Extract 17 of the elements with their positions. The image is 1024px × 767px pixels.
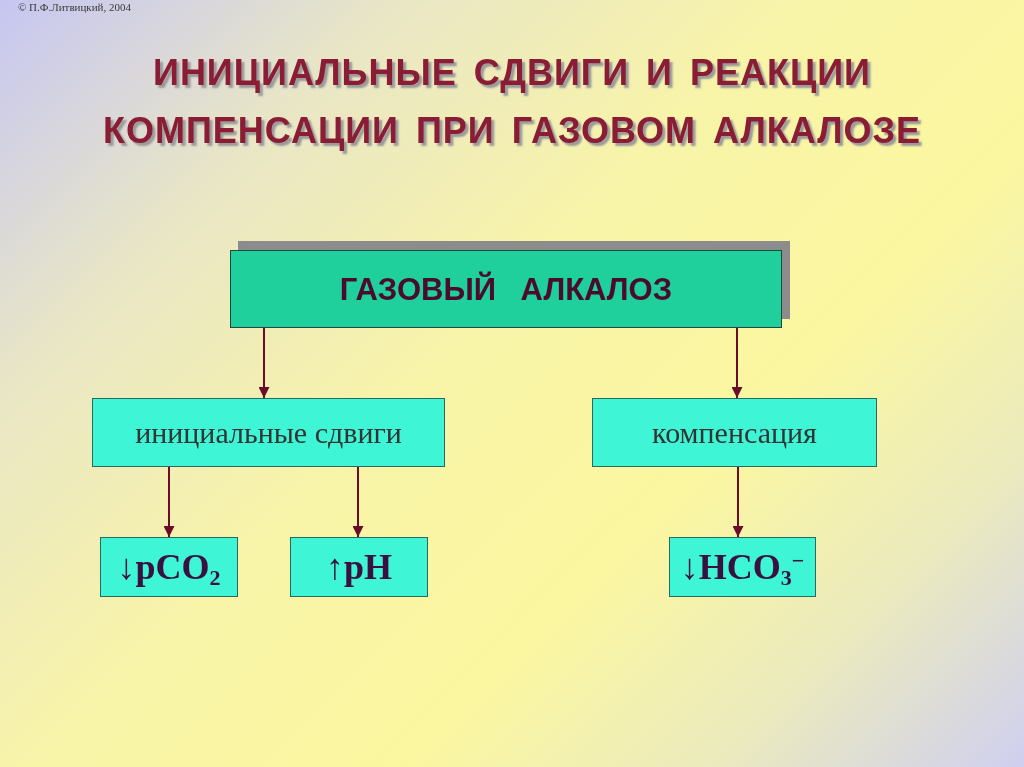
box-label: ГАЗОВЫЙ АЛКАЛОЗ	[339, 273, 673, 305]
title: ИНИЦИАЛЬНЫЕ СДВИГИ И РЕАКЦИИ КОМПЕНСАЦИИ ПРИ ГАЗОВОМ АЛКАЛОЗЕ	[102, 51, 922, 153]
process-box	[592, 398, 877, 467]
process-box	[100, 537, 238, 597]
box-label: ↑pH	[326, 549, 392, 585]
arrow	[732, 466, 744, 538]
process-box	[669, 537, 816, 597]
box-label: инициальные сдвиги	[135, 417, 402, 448]
box-label: компенсация	[652, 417, 817, 448]
copyright-text: © П.Ф.Литвицкий, 2004	[18, 1, 131, 15]
box-label: ↓pCO$_{2}$	[117, 549, 221, 585]
arrow	[258, 327, 270, 399]
process-box	[92, 398, 445, 467]
arrow	[731, 327, 743, 399]
arrow	[163, 466, 175, 538]
arrow	[352, 466, 364, 538]
process-box	[290, 537, 428, 597]
